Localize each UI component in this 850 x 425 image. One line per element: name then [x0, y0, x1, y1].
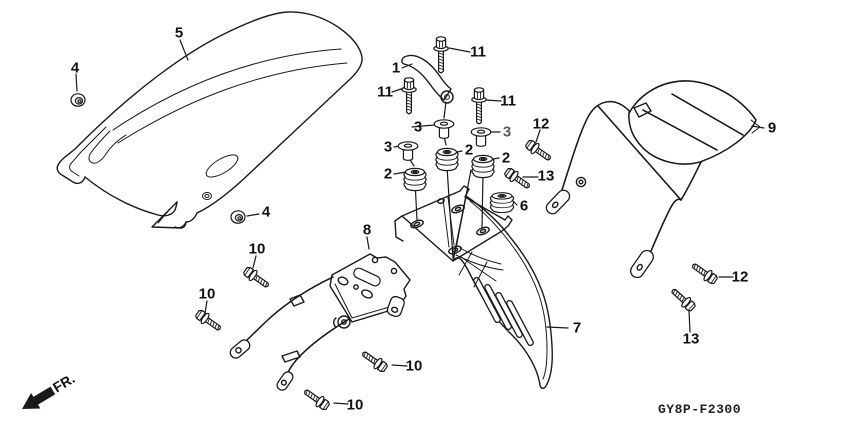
part-number-label: 4: [70, 59, 80, 77]
part-number-label: 10: [248, 240, 266, 258]
rear-carrier-drawing: [545, 80, 761, 279]
part-number-label: 9: [767, 119, 777, 137]
seat-stay-drawing: [401, 54, 454, 104]
part-number-label: 13: [682, 330, 700, 348]
part-number-label: 11: [377, 83, 393, 101]
part-number-label: 5: [174, 24, 184, 42]
part-number-label: 3: [413, 118, 423, 136]
arrow-icon: [22, 386, 56, 409]
part-number-label: 6: [519, 197, 529, 215]
part-number-label: 11: [470, 43, 486, 61]
carrier-bracket-drawing: [229, 253, 411, 391]
part-number-label: 10: [346, 396, 364, 414]
part-number-label: 3: [383, 138, 393, 156]
part-number-label: 7: [572, 319, 582, 337]
part-number-label: 10: [405, 357, 423, 375]
part-number-label: 12: [731, 268, 749, 286]
seat-drawing: [56, 11, 363, 229]
part-number-label: 2: [383, 165, 393, 183]
part-number-label: 4: [261, 203, 271, 221]
part-number-label: 2: [501, 149, 511, 167]
drawing-code: GY8P-F2300: [658, 402, 742, 417]
part-number-label: 13: [537, 167, 555, 185]
part-number-label: 11: [500, 92, 516, 110]
assembly-leader-lines: [408, 101, 484, 259]
rear-fender-drawing: [394, 185, 553, 389]
part-number-label: 10: [198, 285, 216, 303]
part-number-label: 8: [362, 221, 372, 239]
part-number-label: 3: [502, 123, 512, 141]
part-number-label: 12: [532, 115, 550, 133]
part-number-label: 1: [391, 59, 401, 77]
part-number-label: 2: [464, 141, 474, 159]
